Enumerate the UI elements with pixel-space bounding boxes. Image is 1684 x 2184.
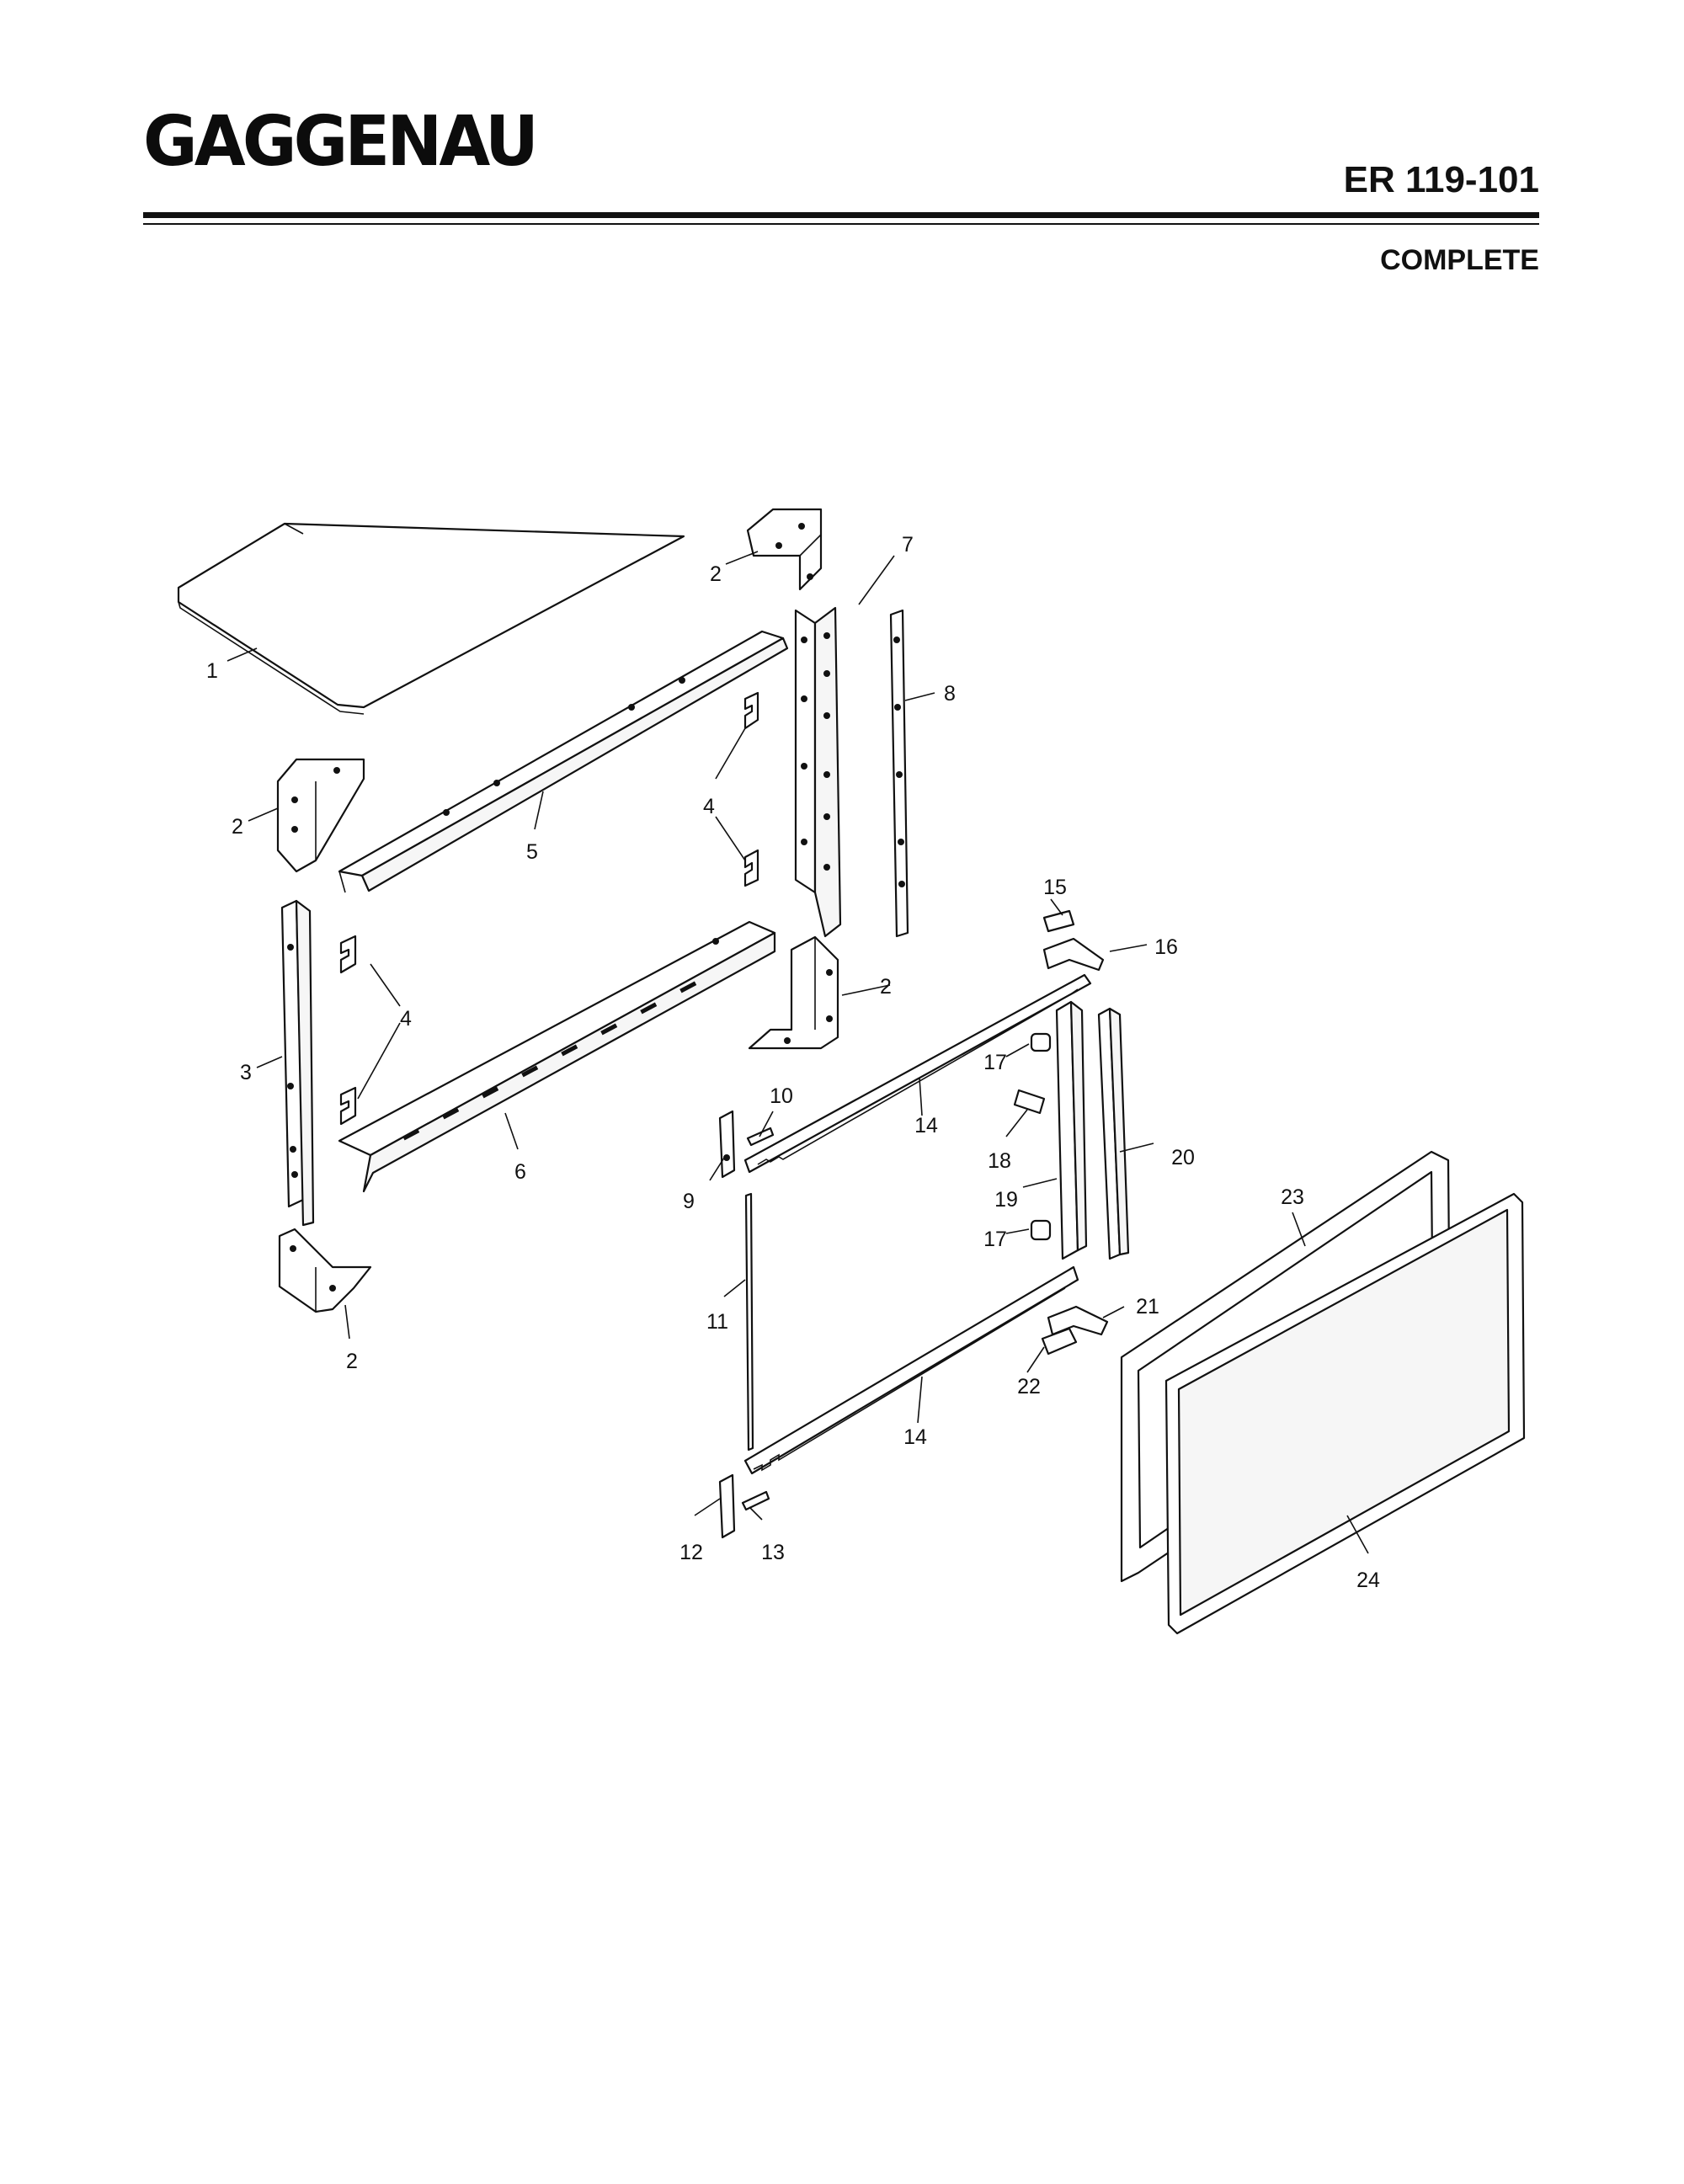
part-18-spring-pin: [1013, 1089, 1046, 1115]
callout-21: 21: [1136, 1295, 1159, 1318]
callout-2-bottom: 2: [346, 1350, 358, 1373]
part-14-lower-toothed-rail: [743, 1265, 1079, 1475]
part-2-bracket-mid: [748, 935, 839, 1050]
callout-2-mid: 2: [880, 975, 892, 999]
callout-4-upper: 4: [703, 795, 715, 818]
part-9-hinge-bracket: [718, 1110, 736, 1179]
part-17-knob-upper: [1030, 1032, 1052, 1052]
callout-2-left: 2: [232, 815, 243, 839]
callout-8: 8: [944, 682, 956, 706]
header-rule-thin: [143, 223, 1539, 225]
callout-17-lower: 17: [983, 1228, 1007, 1251]
part-22-lower-block: [1041, 1327, 1078, 1356]
part-7-vertical-channel: [794, 606, 842, 938]
callout-10: 10: [770, 1084, 793, 1108]
callout-14-lower: 14: [903, 1425, 927, 1449]
callout-23: 23: [1281, 1185, 1304, 1209]
part-4-clips: [339, 691, 759, 1126]
callout-4-lower: 4: [400, 1007, 412, 1031]
part-20-side-cover: [1097, 1007, 1130, 1260]
part-21-lower-hinge-arm: [1047, 1305, 1109, 1336]
part-6-lower-slotted-rail: [338, 920, 776, 1193]
brand-logo: GAGGENAU: [143, 102, 539, 182]
callout-19: 19: [994, 1188, 1018, 1212]
part-17-knob-lower: [1030, 1219, 1052, 1241]
callout-1: 1: [206, 659, 218, 683]
callout-22: 22: [1017, 1375, 1041, 1398]
part-8-strip: [889, 609, 909, 938]
assembly-subtitle: COMPLETE: [1380, 244, 1539, 276]
callout-13: 13: [761, 1541, 785, 1564]
part-14-upper-toothed-rail: [743, 973, 1092, 1174]
part-5-upper-rail: [338, 630, 789, 893]
callout-14-upper: 14: [914, 1114, 938, 1137]
callout-7: 7: [902, 533, 914, 557]
part-2-bracket-left: [276, 758, 365, 873]
callout-3: 3: [240, 1061, 252, 1084]
model-number: ER 119-101: [1343, 159, 1539, 200]
callout-12: 12: [679, 1541, 703, 1564]
part-2-bracket-bottom: [278, 1228, 372, 1313]
callout-2-top: 2: [710, 562, 722, 586]
part-19-side-frame: [1055, 1000, 1088, 1260]
callout-18: 18: [988, 1149, 1011, 1173]
part-13-lower-pin: [741, 1490, 770, 1511]
part-2-bracket-top: [746, 508, 823, 591]
part-10-pin: [746, 1127, 775, 1147]
part-15-small-block: [1042, 909, 1075, 933]
part-1-top-panel: [177, 522, 685, 715]
part-11-rod: [744, 1192, 754, 1452]
callout-11: 11: [706, 1310, 728, 1334]
callout-17-upper: 17: [983, 1051, 1007, 1074]
header-rule: [143, 212, 1539, 218]
leader-lines: [226, 551, 1369, 1554]
callout-24: 24: [1356, 1569, 1380, 1592]
callout-6: 6: [514, 1160, 526, 1184]
part-3-vertical-angle: [280, 899, 315, 1227]
part-12-lower-hinge-bracket: [718, 1473, 736, 1539]
callout-9: 9: [683, 1190, 695, 1213]
part-16-hinge-arm: [1042, 937, 1105, 972]
callout-15: 15: [1043, 876, 1067, 899]
callout-20: 20: [1171, 1146, 1195, 1169]
callout-16: 16: [1154, 935, 1178, 959]
callout-5: 5: [526, 840, 538, 864]
part-24-glass-panel: [1164, 1192, 1526, 1635]
